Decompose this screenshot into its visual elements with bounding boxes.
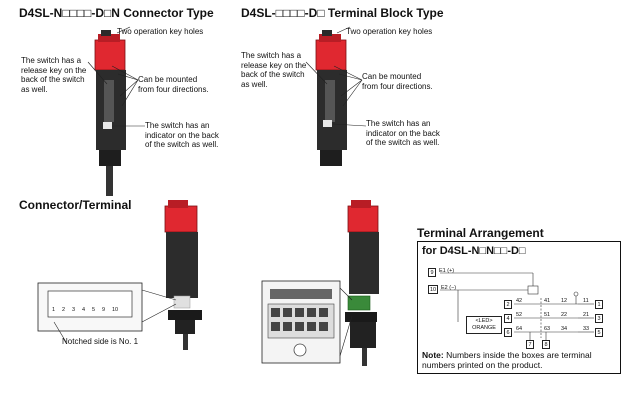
wiring-diagram xyxy=(440,272,594,340)
right-figure-title: D4SL-□□□□-D□ Terminal Block Type xyxy=(241,6,444,20)
connector-pin-5: 5 xyxy=(92,307,96,313)
connector-pin-4: 4 xyxy=(82,307,86,313)
terminal-box-1: 1 xyxy=(595,300,603,309)
contact-label-34: 34 xyxy=(561,326,568,332)
notched-side-label: Notched side is No. 1 xyxy=(62,337,139,346)
contact-label-64: 64 xyxy=(516,326,523,332)
contact-label-22: 22 xyxy=(561,312,568,318)
right-callout-release: The switch has a release key on the back… xyxy=(241,51,307,89)
contact-label-41: 41 xyxy=(544,298,551,304)
terminal-box-7: 7 xyxy=(526,340,534,349)
right-callout-indicator: The switch has an indicator on the back … xyxy=(366,119,440,147)
terminal-box-4: 4 xyxy=(504,314,512,323)
terminal-box-6: 6 xyxy=(504,328,512,337)
contact-label-21: 21 xyxy=(583,312,590,318)
terminal-arrangement-panel: for D4SL-N□N□□-D□ 9 E1 xyxy=(417,241,621,374)
terminal-note: Note: Numbers inside the boxes are termi… xyxy=(422,350,618,370)
contact-label-51: 51 xyxy=(544,312,551,318)
left-callout-mount: Can be mounted from four directions. xyxy=(138,75,209,94)
contact-label-33: 33 xyxy=(583,326,590,332)
left-callout-indicator: The switch has an indicator on the back … xyxy=(145,121,219,149)
terminal-box-2: 2 xyxy=(504,300,512,309)
connector-pin-2: 2 xyxy=(62,307,66,313)
e1-terminal-box: 9 xyxy=(428,268,436,277)
connector-pin-10: 10 xyxy=(112,307,119,313)
contact-label-12: 12 xyxy=(561,298,568,304)
terminal-box-5: 5 xyxy=(595,328,603,337)
e1-label: E1 (+) xyxy=(439,268,455,274)
connector-pin-3: 3 xyxy=(72,307,76,313)
left-callout-holes: Two operation key holes xyxy=(117,27,204,36)
terminal-box-8: 8 xyxy=(542,340,550,349)
terminal-box-3: 3 xyxy=(595,314,603,323)
led-label: <LED> xyxy=(475,318,493,324)
note-label: Note: xyxy=(422,350,444,360)
terminal-arrangement-title: Terminal Arrangement xyxy=(417,226,544,240)
note-text: Numbers inside the boxes are terminal nu… xyxy=(422,350,592,370)
right-callout-mount: Can be mounted from four directions. xyxy=(362,72,433,91)
contact-label-52: 52 xyxy=(516,312,523,318)
led-color-label: ORANGE xyxy=(472,325,496,331)
led-indicator-box: <LED> ORANGE xyxy=(466,316,502,334)
connector-pin-1: 1 xyxy=(52,307,56,313)
contact-label-63: 63 xyxy=(544,326,551,332)
contact-label-11: 11 xyxy=(583,298,589,304)
contact-label-42: 42 xyxy=(516,298,523,304)
e2-label: E2 (−) xyxy=(441,285,457,291)
left-callout-release: The switch has a release key on the back… xyxy=(21,56,87,94)
left-figure-title: D4SL-N□□□□-D□N Connector Type xyxy=(19,6,214,20)
connector-section-title: Connector/Terminal xyxy=(19,198,132,212)
connector-pin-9: 9 xyxy=(102,307,106,313)
right-callout-holes: Two operation key holes xyxy=(346,27,433,36)
e2-terminal-box: 10 xyxy=(428,285,438,294)
terminal-arrangement-subtitle: for D4SL-N□N□□-D□ xyxy=(422,245,526,257)
